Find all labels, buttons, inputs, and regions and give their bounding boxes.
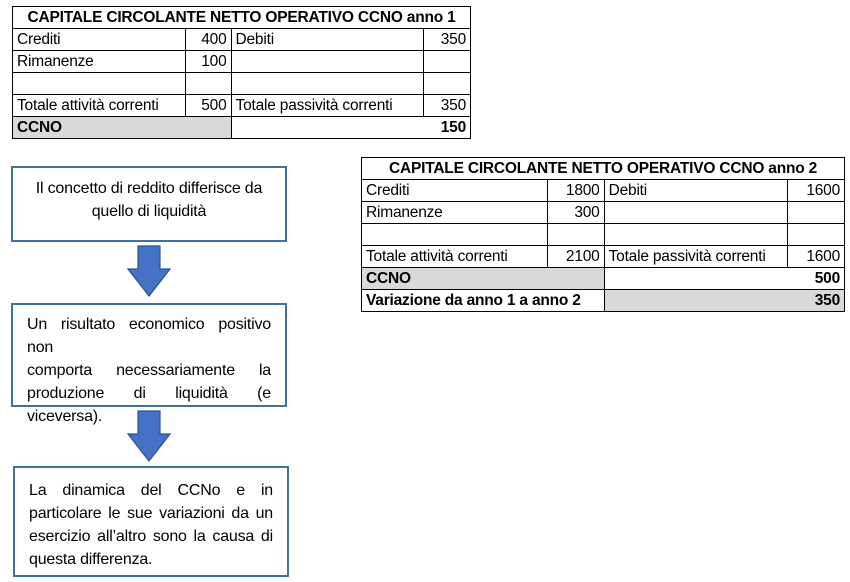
empty-cell [787, 201, 845, 224]
value-debiti: 350 [423, 28, 471, 51]
variation-row: Variazione da anno 1 a anno 2 350 [361, 289, 846, 312]
table-row: Rimanenze 300 [361, 201, 845, 224]
empty-cell [546, 223, 605, 246]
value-totale-passivita: 350 [423, 94, 471, 117]
table-title: CAPITALE CIRCOLANTE NETTO OPERATIVO CCNO… [361, 157, 845, 180]
label-crediti: Crediti [12, 28, 186, 51]
table-row: Totale attività correnti 2100 Totale pas… [361, 245, 845, 268]
ccno-row: CCNO 500 [361, 267, 846, 290]
ccno-table-anno-1: CAPITALE CIRCOLANTE NETTO OPERATIVO CCNO… [12, 6, 472, 139]
empty-cell [230, 72, 425, 95]
empty-cell [230, 50, 425, 73]
ccno-table-anno-2: CAPITALE CIRCOLANTE NETTO OPERATIVO CCNO… [361, 157, 846, 312]
value-totale-attivita: 500 [184, 94, 232, 117]
flow-text-line: Il concetto di reddito differisce da [35, 180, 263, 197]
down-arrow-shape [127, 245, 171, 297]
label-totale-passivita: Totale passività correnti [603, 245, 789, 268]
table-title-row: CAPITALE CIRCOLANTE NETTO OPERATIVO CCNO… [361, 157, 845, 180]
label-totale-attivita: Totale attività correnti [361, 245, 548, 268]
empty-cell [423, 50, 471, 73]
table-row-empty [361, 223, 845, 246]
label-crediti: Crediti [361, 179, 548, 202]
value-totale-passivita: 1600 [787, 245, 845, 268]
down-arrow-icon [127, 410, 171, 462]
table-title: CAPITALE CIRCOLANTE NETTO OPERATIVO CCNO… [12, 6, 471, 29]
ccno-label: CCNO [361, 267, 605, 290]
label-rimanenze: Rimanenze [12, 50, 186, 73]
flow-box-dinamica-ccno: La dinamica del CCNo e in particolare le… [13, 466, 289, 577]
value-rimanenze: 100 [184, 50, 232, 73]
table-row-empty [12, 72, 471, 95]
flow-box-risultato-economico: Un risultato economico positivo non comp… [11, 303, 287, 425]
empty-cell [603, 201, 789, 224]
flow-text-line: esercizio all’altro sono la causa di [29, 528, 273, 545]
down-arrow-icon [127, 245, 171, 297]
empty-cell [12, 72, 186, 95]
table-title-row: CAPITALE CIRCOLANTE NETTO OPERATIVO CCNO… [12, 6, 471, 29]
empty-cell [423, 72, 471, 95]
value-totale-attivita: 2100 [546, 245, 605, 268]
ccno-row: CCNO 150 [12, 116, 472, 139]
label-debiti: Debiti [230, 28, 425, 51]
empty-cell [184, 72, 232, 95]
table-row: Crediti 400 Debiti 350 [12, 28, 471, 51]
flow-text-line: produzione di liquidità (e viceversa). [27, 385, 271, 425]
label-rimanenze: Rimanenze [361, 201, 548, 224]
down-arrow-shape [127, 410, 171, 462]
table-row: Totale attività correnti 500 Totale pass… [12, 94, 471, 117]
table-row: Rimanenze 100 [12, 50, 471, 73]
label-totale-passivita: Totale passività correnti [230, 94, 425, 117]
empty-cell [787, 223, 845, 246]
value-crediti: 400 [184, 28, 232, 51]
label-totale-attivita: Totale attività correnti [12, 94, 186, 117]
flow-text-line: questa differenza. [29, 551, 153, 568]
ccno-label: CCNO [12, 116, 232, 139]
ccno-value: 150 [230, 116, 472, 139]
variation-label: Variazione da anno 1 a anno 2 [361, 289, 605, 312]
variation-value: 350 [603, 289, 846, 312]
table-row: Crediti 1800 Debiti 1600 [361, 179, 845, 202]
value-crediti: 1800 [546, 179, 605, 202]
value-rimanenze: 300 [546, 201, 605, 224]
value-debiti: 1600 [787, 179, 845, 202]
flow-text-line: comporta necessariamente la [27, 362, 271, 379]
flow-text-line: La dinamica del CCNo e in [29, 482, 273, 499]
flow-box-reddito-liquidita: Il concetto di reddito differisce da que… [11, 166, 287, 242]
flow-text-line: quello di liquidità [91, 203, 207, 220]
flow-text-line: Un risultato economico positivo non [27, 316, 271, 356]
empty-cell [361, 223, 548, 246]
label-debiti: Debiti [603, 179, 789, 202]
ccno-value: 500 [603, 267, 846, 290]
flow-text-line: particolare le sue variazioni da un [29, 505, 273, 522]
empty-cell [603, 223, 789, 246]
